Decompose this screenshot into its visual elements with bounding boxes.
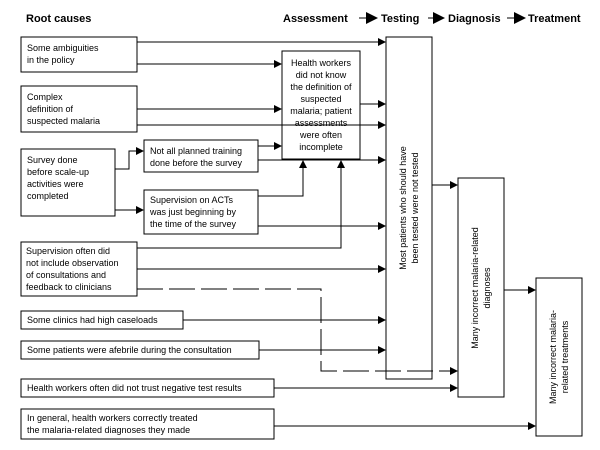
cause-afebrile: Some patients were afebrile during the c… (20, 340, 260, 360)
svg-text:Some patients were afebrile du: Some patients were afebrile during the c… (27, 345, 232, 355)
cause-correct-treatment: In general, health workers correctly tre… (20, 408, 275, 440)
arrow-survey-training (115, 147, 144, 170)
cause-caseloads: Some clinics had high caseloads (20, 310, 184, 330)
arrow-observation-assessment (137, 160, 345, 249)
arrow-observation-diagnosis (137, 288, 458, 375)
svg-text:Many incorrect malaria-related: Many incorrect malaria-related treatment… (548, 310, 570, 404)
header-diagnosis: Diagnosis (448, 13, 501, 25)
header-root-causes: Root causes (26, 13, 91, 25)
arrow-supervision-assessment (258, 160, 307, 197)
svg-text:Health workers often did not t: Health workers often did not trust negat… (27, 383, 242, 393)
header-treatment: Treatment (528, 13, 581, 25)
cause-distrust: Health workers often did not trust negat… (20, 378, 275, 398)
svg-text:In general, health workers cor: In general, health workers correctly tre… (27, 413, 198, 435)
header-assessment: Assessment (283, 13, 348, 25)
svg-text:Some clinics had high caseload: Some clinics had high caseloads (27, 315, 158, 325)
outcome-treatment: Many incorrect malaria-related treatment… (535, 277, 583, 437)
header-testing: Testing (381, 13, 419, 25)
